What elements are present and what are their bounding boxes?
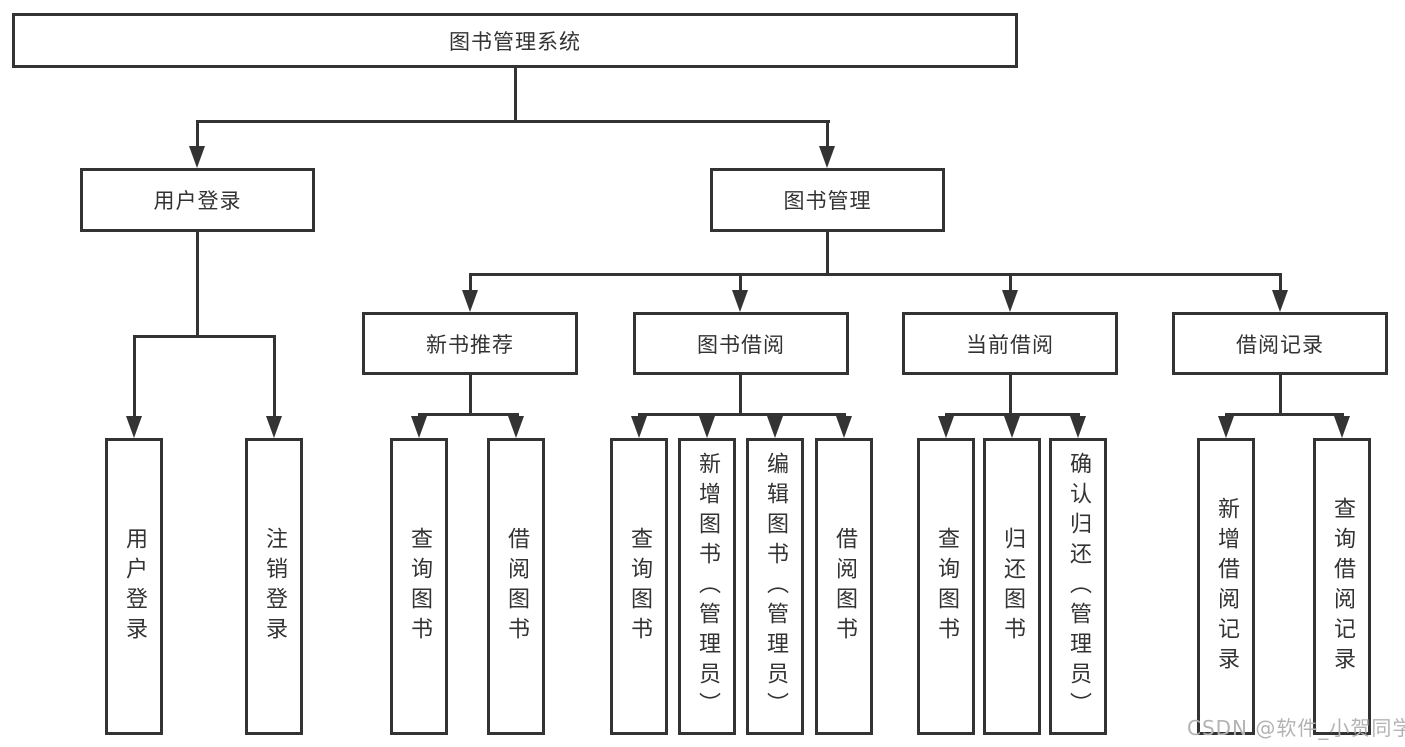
arrow-down-icon [189,146,205,168]
node-borrow-records: 借阅记录 [1172,312,1388,375]
leaf-logout: 注销登录 [245,438,303,735]
leaf-borrow-books: 借阅图书 [815,438,873,735]
connector-l3-stem-3 [1009,275,1012,292]
node-book-borrow: 图书借阅 [633,312,849,375]
arrow-down-icon [836,416,852,438]
leaf-edit-book-admin: 编辑图书（管理员） [746,438,804,735]
leaf-add-book-admin: 新增图书（管理员） [678,438,736,735]
node-library-management-system: 图书管理系统 [12,13,1018,68]
leaf-return-book: 归还图书 [983,438,1041,735]
csdn-watermark: CSDN @软件_小贺同学 [1187,716,1405,740]
arrow-down-icon [1070,416,1086,438]
connector-user-login-stem [196,122,199,148]
connector-l3-stem-2 [739,275,742,292]
leaf-query-borrow-record: 查询借阅记录 [1313,438,1371,735]
leaf-query-books-current: 查询图书 [917,438,975,735]
node-user-login: 用户登录 [80,168,315,232]
connector-level2-rail [196,120,830,123]
arrow-down-icon [1002,290,1018,312]
arrow-down-icon [1334,416,1350,438]
leaf-add-borrow-record: 新增借阅记录 [1197,438,1255,735]
connector-records-rail [1225,413,1344,416]
arrow-down-icon [126,416,142,438]
connector-login-stem [196,232,199,336]
arrow-down-icon [732,290,748,312]
node-current-borrow: 当前借阅 [902,312,1118,375]
arrow-down-icon [699,416,715,438]
node-new-book-recommend: 新书推荐 [362,312,578,375]
arrow-down-icon [462,290,478,312]
leaf-user-login: 用户登录 [105,438,163,735]
arrow-down-icon [411,416,427,438]
leaf-query-books-recommend: 查询图书 [390,438,448,735]
connector-borrow-stem [739,375,742,416]
arrow-down-icon [508,416,524,438]
connector-l3-stem-4 [1279,275,1282,292]
connector-borrow-rail [638,413,846,416]
connector-current-stem [1009,375,1012,416]
node-book-management: 图书管理 [710,168,945,232]
arrow-down-icon [1218,416,1234,438]
leaf-confirm-return-admin: 确认归还（管理员） [1049,438,1107,735]
connector-login-leaf1-stem [133,337,136,417]
connector-book-mgmt-stem [826,122,829,148]
connector-l3-stem-1 [469,275,472,292]
leaf-borrow-books-recommend: 借阅图书 [487,438,545,735]
leaf-query-books-borrow: 查询图书 [610,438,668,735]
connector-records-stem [1279,375,1282,416]
connector-recommend-stem [469,375,472,416]
connector-recommend-rail [418,413,519,416]
arrow-down-icon [819,146,835,168]
arrow-down-icon [266,416,282,438]
connector-current-rail [945,413,1080,416]
connector-root-stem [514,68,517,122]
arrow-down-icon [1004,416,1020,438]
connector-login-rail [133,335,276,338]
arrow-down-icon [631,416,647,438]
connector-level3-rail [469,273,1282,276]
arrow-down-icon [1272,290,1288,312]
arrow-down-icon [767,416,783,438]
arrow-down-icon [938,416,954,438]
connector-login-leaf2-stem [273,337,276,417]
connector-mgmt-stem [826,232,829,275]
